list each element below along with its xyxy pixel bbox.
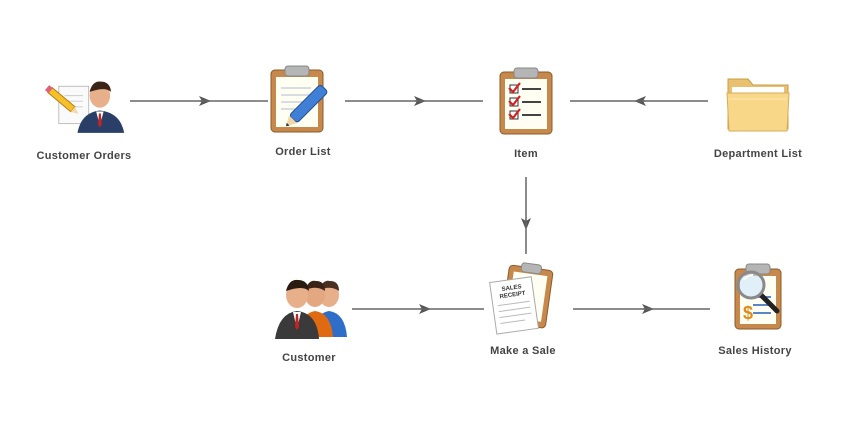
folder-icon: [716, 66, 800, 138]
node-make-a-sale[interactable]: SALES RECEIPT Make a Sale: [453, 262, 593, 357]
node-customer[interactable]: Customer: [239, 270, 379, 364]
node-customer-orders[interactable]: Customer Orders: [14, 68, 154, 162]
node-label: Customer Orders: [36, 150, 132, 162]
node-sales-history[interactable]: $ Sales History: [685, 263, 825, 357]
node-label: Sales History: [718, 345, 792, 357]
clipboard-pen-icon: [261, 64, 345, 136]
node-department-list[interactable]: Department List: [688, 66, 828, 160]
node-item[interactable]: Item: [456, 66, 596, 160]
svg-text:SALES: SALES: [501, 284, 522, 293]
svg-text:RECEIPT: RECEIPT: [499, 291, 526, 301]
svg-text:$: $: [743, 303, 753, 323]
checklist-clipboard-icon: [484, 66, 568, 138]
node-label: Item: [514, 148, 538, 160]
node-label: Order List: [275, 146, 331, 158]
node-label: Make a Sale: [490, 345, 556, 357]
node-order-list[interactable]: Order List: [233, 64, 373, 158]
customers-group-icon: [267, 270, 351, 342]
sales-receipt-icon: SALES RECEIPT: [481, 262, 565, 335]
magnifier-clipboard-icon: $: [713, 263, 797, 335]
node-label: Customer: [282, 352, 336, 364]
node-label: Department List: [713, 148, 803, 160]
customer-orders-icon: [42, 68, 126, 140]
